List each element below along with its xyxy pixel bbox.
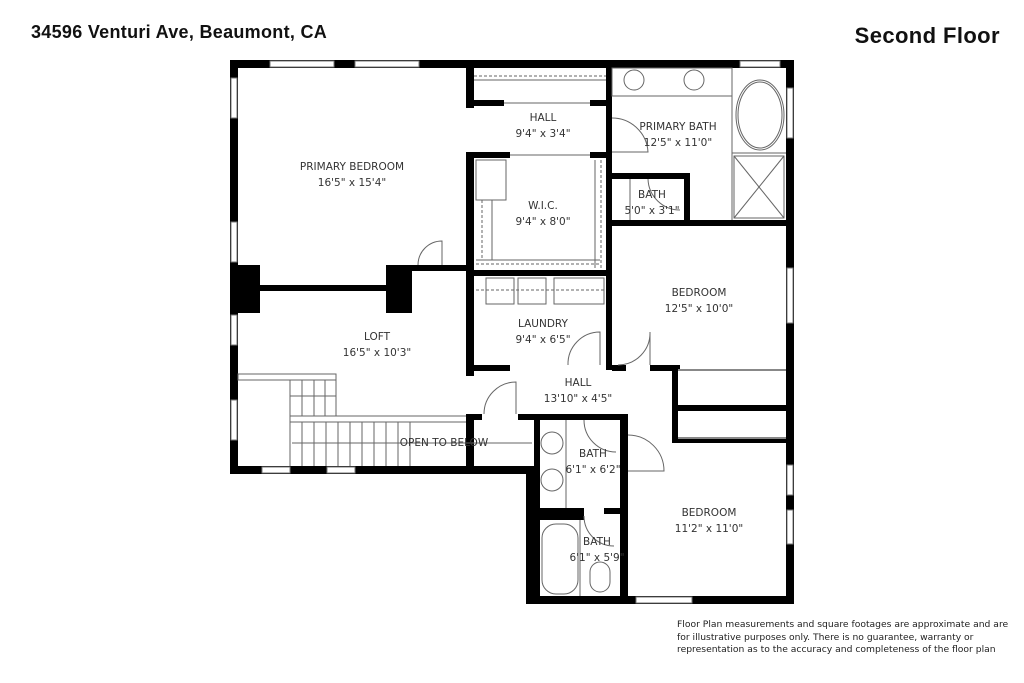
open-to-below-label: OPEN TO BELOW	[399, 437, 489, 449]
room-dims: 13'10" x 4'5"	[543, 393, 613, 405]
room-dims: 6'1" x 5'9"	[569, 552, 625, 564]
room-dims: 16'5" x 10'3"	[342, 347, 412, 359]
room-bath-small: BATH 5'0" x 3'1"	[624, 187, 679, 219]
disclaimer-text: Floor Plan measurements and square foota…	[677, 619, 1009, 655]
room-primary-bath: PRIMARY BATH 12'5" x 11'0"	[639, 119, 716, 151]
room-name: HALL	[529, 112, 557, 124]
room-name: BATH	[583, 536, 611, 548]
room-hall-lower: HALL 13'10" x 4'5"	[544, 375, 612, 407]
room-primary-bedroom: PRIMARY BEDROOM 16'5" x 15'4"	[300, 159, 404, 191]
room-wic: W.I.C. 9'4" x 8'0"	[515, 198, 570, 230]
room-dims: 16'5" x 15'4"	[317, 177, 387, 189]
room-loft: LOFT 16'5" x 10'3"	[343, 329, 411, 361]
room-dims: 9'4" x 3'4"	[515, 128, 571, 140]
room-dims: 12'5" x 10'0"	[664, 303, 734, 315]
room-name: LOFT	[363, 331, 390, 343]
room-name: PRIMARY BEDROOM	[299, 161, 405, 173]
sliding-doors	[678, 369, 786, 439]
room-dims: 12'5" x 11'0"	[643, 137, 713, 149]
floor-title: Second Floor	[854, 23, 1000, 48]
room-bath-tub: BATH 6'1" x 5'9"	[569, 534, 624, 566]
room-bedroom-1: BEDROOM 12'5" x 10'0"	[665, 285, 733, 317]
room-name: W.I.C.	[528, 200, 558, 212]
room-bath-hall: BATH 6'1" x 6'2"	[565, 446, 620, 478]
room-dims: 6'1" x 6'2"	[565, 464, 621, 476]
room-dims: 11'2" x 11'0"	[674, 523, 744, 535]
room-name: LAUNDRY	[518, 318, 568, 330]
room-dims: 9'4" x 6'5"	[515, 334, 571, 346]
room-name: HALL	[564, 377, 592, 389]
stair-treads	[290, 380, 532, 466]
room-hall-upper: HALL 9'4" x 3'4"	[515, 110, 570, 142]
windows	[230, 60, 794, 604]
walls	[230, 60, 794, 604]
room-name: BEDROOM	[671, 287, 727, 299]
property-address: 34596 Venturi Ave, Beaumont, CA	[31, 22, 328, 42]
room-dims: 5'0" x 3'1"	[624, 205, 680, 217]
room-dims: 9'4" x 8'0"	[515, 216, 571, 228]
fixtures	[237, 67, 786, 596]
room-laundry: LAUNDRY 9'4" x 6'5"	[515, 316, 570, 348]
room-name: BATH	[579, 448, 607, 460]
room-name: BATH	[638, 189, 666, 201]
room-bedroom-2: BEDROOM 11'2" x 11'0"	[675, 505, 743, 537]
room-name: PRIMARY BATH	[639, 121, 717, 133]
room-name: BEDROOM	[681, 507, 737, 519]
